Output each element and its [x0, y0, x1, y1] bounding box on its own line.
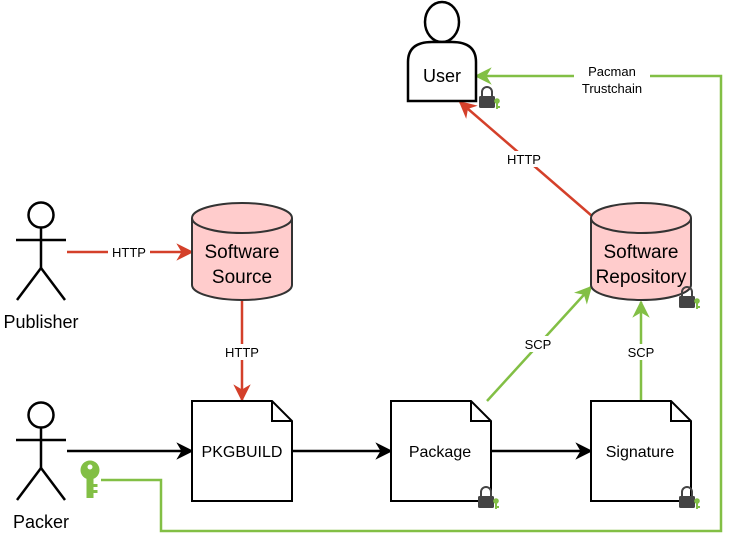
edge-label-source-http: HTTP: [225, 345, 259, 360]
node-publisher-label: Publisher: [3, 312, 78, 332]
edge-label-trustchain-line1: Pacman: [588, 64, 636, 79]
edge-source-to-pkgbuild: HTTP: [220, 301, 264, 402]
node-packer-label: Packer: [13, 512, 69, 532]
node-pkgbuild: PKGBUILD: [191, 400, 293, 502]
edge-label-signature-scp: SCP: [628, 345, 655, 360]
edge-label-trustchain-line2: Trustchain: [582, 81, 642, 96]
node-software-source: Software Source: [191, 202, 293, 301]
key-icon: [80, 460, 100, 498]
edge-pacman-trustchain: Pacman Trustchain: [101, 62, 723, 533]
edge-label-publisher-http: HTTP: [112, 245, 146, 260]
node-pkgbuild-label: PKGBUILD: [202, 444, 283, 461]
node-user-label: User: [423, 66, 461, 86]
node-package-label: Package: [409, 444, 471, 461]
edge-publisher-to-source: HTTP: [67, 243, 194, 261]
node-signature-label: Signature: [606, 444, 675, 461]
node-signature: Signature: [590, 400, 701, 510]
edge-label-package-scp: SCP: [525, 337, 552, 352]
node-publisher: Publisher: [3, 201, 79, 332]
node-software-repository-label-line1: Software: [604, 242, 679, 263]
node-software-repository: Software Repository: [590, 202, 701, 310]
node-software-source-label-line1: Software: [205, 242, 280, 263]
lock-key-icon: [478, 86, 501, 110]
node-packer: Packer: [13, 401, 69, 532]
node-software-source-label-line2: Source: [212, 267, 272, 288]
node-user: User: [406, 0, 501, 110]
edge-label-repository-http: HTTP: [507, 152, 541, 167]
edge-repository-to-user: HTTP: [458, 100, 593, 217]
edge-signature-to-repository: SCP: [622, 300, 660, 401]
lock-key-icon: [678, 286, 701, 310]
node-package: Package: [390, 400, 500, 510]
edge-package-to-repository: SCP: [486, 285, 593, 402]
node-software-repository-label-line2: Repository: [596, 267, 687, 288]
